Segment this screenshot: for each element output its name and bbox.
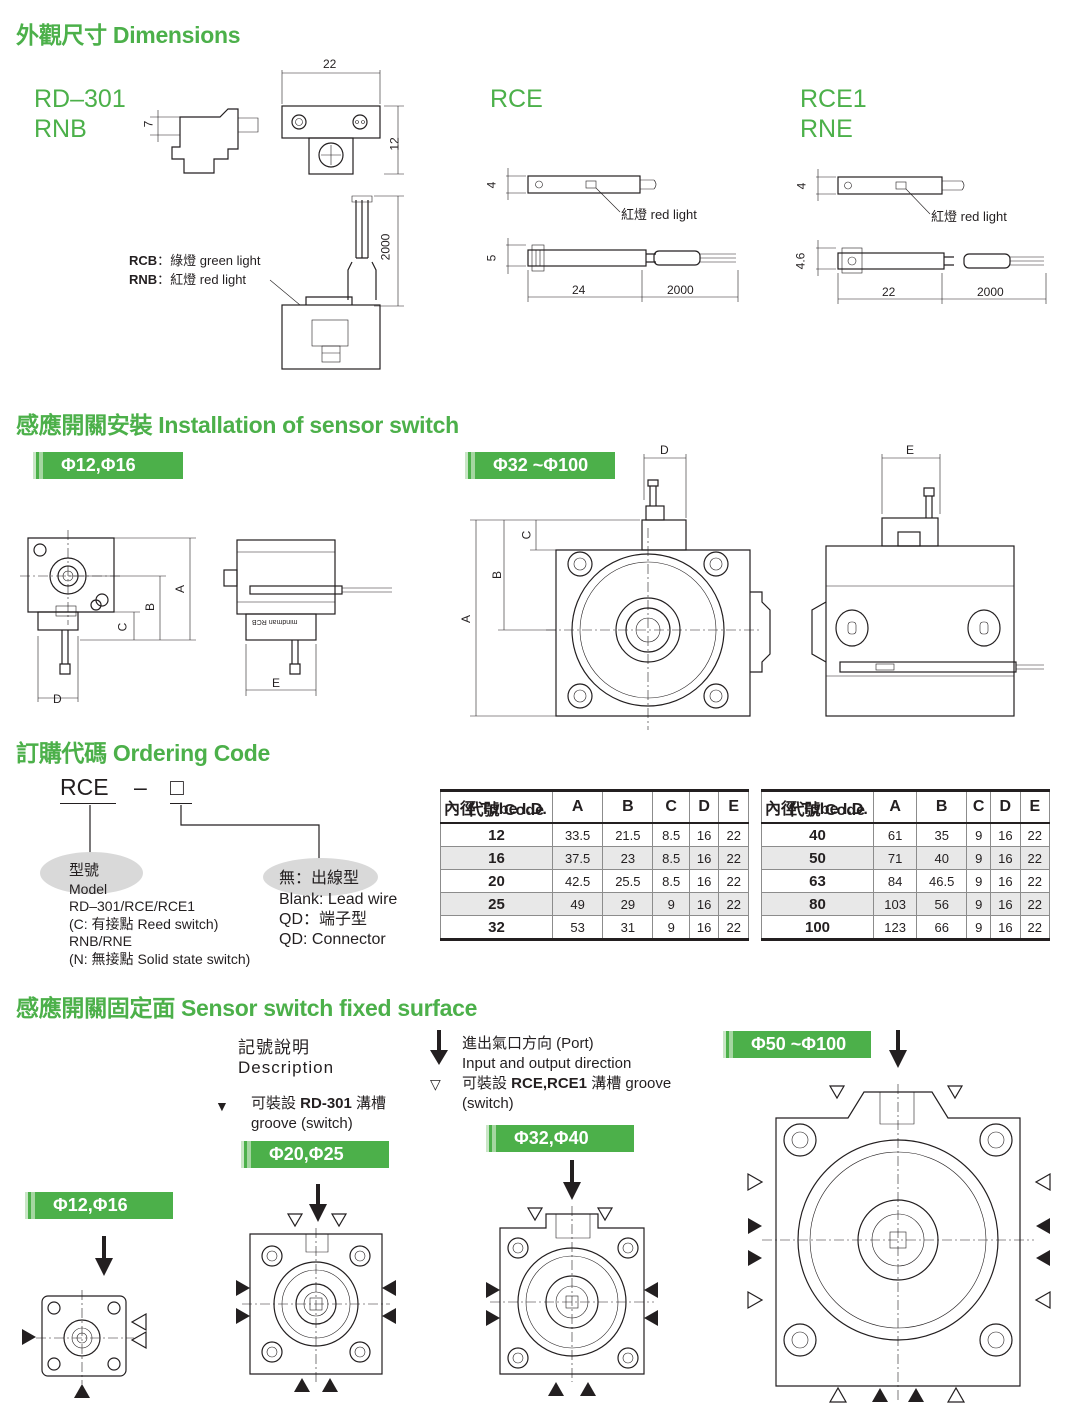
rce-light-label: 紅燈 red light bbox=[621, 207, 697, 222]
open-triangle-icon: ▽ bbox=[430, 1076, 441, 1092]
install-small-label-d: D bbox=[53, 692, 62, 706]
order-qd-en: QD: Connector bbox=[279, 931, 386, 948]
order-code-model: RCE bbox=[60, 774, 109, 800]
order-model-cn: 型號 bbox=[69, 862, 100, 879]
filled-triangle-icon: ▼ bbox=[215, 1098, 229, 1114]
rcb-legend: RCB：綠燈 green light bbox=[129, 253, 261, 268]
col-header-d: D bbox=[688, 789, 720, 824]
rnb-legend: RNB：紅燈 red light bbox=[129, 272, 247, 287]
rce1-dim-side: 4.6 bbox=[793, 252, 808, 270]
banner-install-small: Φ12,Φ16 bbox=[33, 452, 183, 479]
banner-fixed-20: Φ20,Φ25 bbox=[241, 1141, 389, 1168]
table-corner-left: 代號 Code 內徑 Tube I.D. bbox=[440, 789, 553, 824]
install-small-label-e: E bbox=[272, 676, 281, 690]
section-title-dimensions: 外觀尺寸 Dimensions bbox=[16, 22, 241, 48]
col-header-b: B bbox=[916, 789, 968, 824]
order-model-list: RD–301/RCE/RCE1 bbox=[69, 898, 196, 914]
rce1-dim-len: 22 bbox=[882, 285, 896, 299]
install-large-label-e: E bbox=[906, 443, 915, 457]
col-header-c: C bbox=[652, 789, 690, 824]
fixed-surface-drawings bbox=[22, 1030, 1051, 1403]
legend-desc-en: Description bbox=[238, 1058, 335, 1077]
rce-dim-len: 24 bbox=[572, 283, 586, 297]
rce-drawing bbox=[506, 168, 739, 302]
order-wire-blank: Blank: Lead wire bbox=[279, 891, 398, 908]
section-title-ordering: 訂購代碼 Ordering Code bbox=[16, 740, 271, 766]
order-model-n: (N: 無接點 Solid state switch) bbox=[69, 951, 251, 967]
rce1-light-label: 紅燈 red light bbox=[931, 209, 1007, 224]
install-small-drawing bbox=[20, 530, 392, 702]
table-corner-right: 代號 Code 內徑 Tube I.D. bbox=[761, 789, 874, 824]
model-rce: RCE bbox=[490, 85, 543, 113]
rce1-dim-wire: 2000 bbox=[977, 285, 1004, 299]
order-wire-cn: 無：出線型 bbox=[279, 870, 360, 887]
install-large-label-a: A bbox=[459, 614, 474, 624]
banner-fixed-12: Φ12,Φ16 bbox=[25, 1192, 173, 1219]
port-arrow-icon bbox=[430, 1030, 448, 1065]
order-code-box: □ bbox=[170, 774, 184, 800]
order-model-n-list: RNB/RNE bbox=[69, 933, 133, 949]
col-header-a: A bbox=[872, 789, 918, 824]
col-header-e: E bbox=[1019, 789, 1051, 824]
section-title-installation: 感應開關安裝 Installation of sensor switch bbox=[16, 412, 459, 438]
legend-open-line1: 可裝設 RCE,RCE1 溝槽 groove bbox=[462, 1075, 672, 1092]
rce1-dim-top: 4 bbox=[794, 182, 809, 190]
col-header-e: E bbox=[718, 789, 749, 824]
legend-open-line2: (switch) bbox=[462, 1095, 514, 1112]
wire-bubble bbox=[263, 858, 378, 896]
col-header-c: C bbox=[966, 789, 992, 824]
order-model-c: (C: 有接點 Reed switch) bbox=[69, 916, 219, 932]
banner-fixed-32: Φ32,Φ40 bbox=[486, 1125, 634, 1152]
install-large-label-b: B bbox=[490, 570, 505, 580]
section-title-fixed-surface: 感應開關固定面 Sensor switch fixed surface bbox=[16, 995, 478, 1021]
order-code-dash: – bbox=[134, 774, 147, 800]
install-large-drawing bbox=[470, 454, 1044, 730]
banner-fixed-50: Φ50 ~Φ100 bbox=[723, 1031, 871, 1058]
legend-desc-cn: 記號說明 bbox=[238, 1038, 310, 1057]
rd301-dim-width: 22 bbox=[323, 57, 337, 71]
rce-dim-wire: 2000 bbox=[667, 283, 694, 297]
order-model-en: Model bbox=[69, 881, 108, 897]
legend-port-cn: 進出氣口方向 (Port) bbox=[462, 1035, 594, 1052]
col-header-b: B bbox=[602, 789, 654, 824]
order-qd-cn: QD：端子型 bbox=[279, 911, 368, 928]
legend-filled-line1: 可裝設 RD-301 溝槽 bbox=[251, 1095, 387, 1112]
banner-install-large: Φ32 ~Φ100 bbox=[465, 452, 615, 479]
model-bubble bbox=[40, 852, 143, 894]
col-header-a: A bbox=[551, 789, 604, 824]
order-box-underline bbox=[170, 803, 192, 804]
install-large-label-c: C bbox=[519, 530, 534, 540]
order-code-underline bbox=[60, 803, 116, 804]
legend-filled-line2: groove (switch) bbox=[251, 1115, 353, 1132]
order-code-connectors bbox=[89, 805, 320, 859]
legend-port-en: Input and output direction bbox=[462, 1055, 632, 1072]
rce1-drawing bbox=[816, 169, 1047, 304]
rd301-drawing bbox=[150, 70, 404, 370]
install-large-label-d: D bbox=[660, 443, 669, 457]
col-header-d: D bbox=[990, 789, 1021, 824]
